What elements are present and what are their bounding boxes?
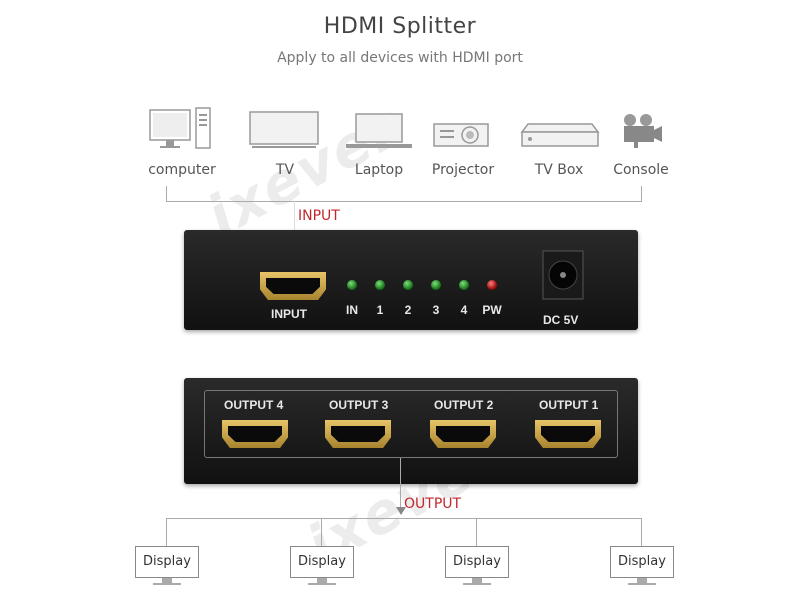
led-label-2: 2 <box>404 303 412 317</box>
output-drop-4 <box>641 518 642 546</box>
device-label-computer: computer <box>148 162 216 178</box>
dc-power-jack <box>542 250 584 300</box>
projector-icon <box>433 123 489 147</box>
led-3 <box>431 280 441 290</box>
arrow-down-icon <box>396 507 406 515</box>
display-label-4: Display <box>610 546 674 578</box>
device-label-console: Console <box>613 162 669 178</box>
page-title: HDMI Splitter <box>323 14 477 39</box>
led-4 <box>459 280 469 290</box>
output-drop-2 <box>321 518 322 546</box>
page-subtitle: Apply to all devices with HDMI port <box>277 50 523 66</box>
display-4: Display <box>610 546 674 585</box>
led-in <box>347 280 357 290</box>
output-port-label-3: OUTPUT 3 <box>329 398 389 412</box>
output-port-label-1: OUTPUT 1 <box>539 398 599 412</box>
display-1: Display <box>135 546 199 585</box>
led-label-pw: PW <box>482 303 502 317</box>
led-label-in: IN <box>346 303 358 317</box>
laptop-icon <box>346 113 412 148</box>
device-label-tv-box: TV Box <box>534 162 584 178</box>
input-label: INPUT <box>298 208 340 224</box>
output-drop-3 <box>476 518 477 546</box>
device-label-tv: TV <box>275 162 295 178</box>
led-label-3: 3 <box>432 303 440 317</box>
display-3: Display <box>445 546 509 585</box>
output-frame <box>204 390 618 458</box>
hdmi-output-port-1 <box>535 420 601 448</box>
output-bracket-horizontal <box>166 518 642 519</box>
hdmi-output-port-3 <box>325 420 391 448</box>
hdmi-output-port-4 <box>222 420 288 448</box>
display-label-2: Display <box>290 546 354 578</box>
input-bracket-horizontal <box>166 201 642 202</box>
led-1 <box>375 280 385 290</box>
display-label-3: Display <box>445 546 509 578</box>
device-label-projector: Projector <box>431 162 495 178</box>
output-port-label-4: OUTPUT 4 <box>224 398 284 412</box>
tv-box-icon <box>520 123 600 147</box>
output-drop-1 <box>166 518 167 546</box>
display-label-1: Display <box>135 546 199 578</box>
led-label-1: 1 <box>376 303 384 317</box>
output-port-label-2: OUTPUT 2 <box>434 398 494 412</box>
input-bracket-left <box>166 186 167 202</box>
console-icon <box>624 114 662 148</box>
computer-icon <box>149 107 211 149</box>
input-port-label: INPUT <box>271 307 307 321</box>
led-label-4: 4 <box>460 303 468 317</box>
input-bracket-right <box>641 186 642 202</box>
hdmi-output-port-2 <box>430 420 496 448</box>
display-2: Display <box>290 546 354 585</box>
device-label-laptop: Laptop <box>354 162 404 178</box>
tv-icon <box>249 111 319 148</box>
led-2 <box>403 280 413 290</box>
led-pw <box>487 280 497 290</box>
hdmi-input-port <box>260 272 326 300</box>
dc-label: DC 5V <box>543 313 579 327</box>
output-connector-line <box>400 458 401 510</box>
output-label: OUTPUT <box>404 496 462 512</box>
